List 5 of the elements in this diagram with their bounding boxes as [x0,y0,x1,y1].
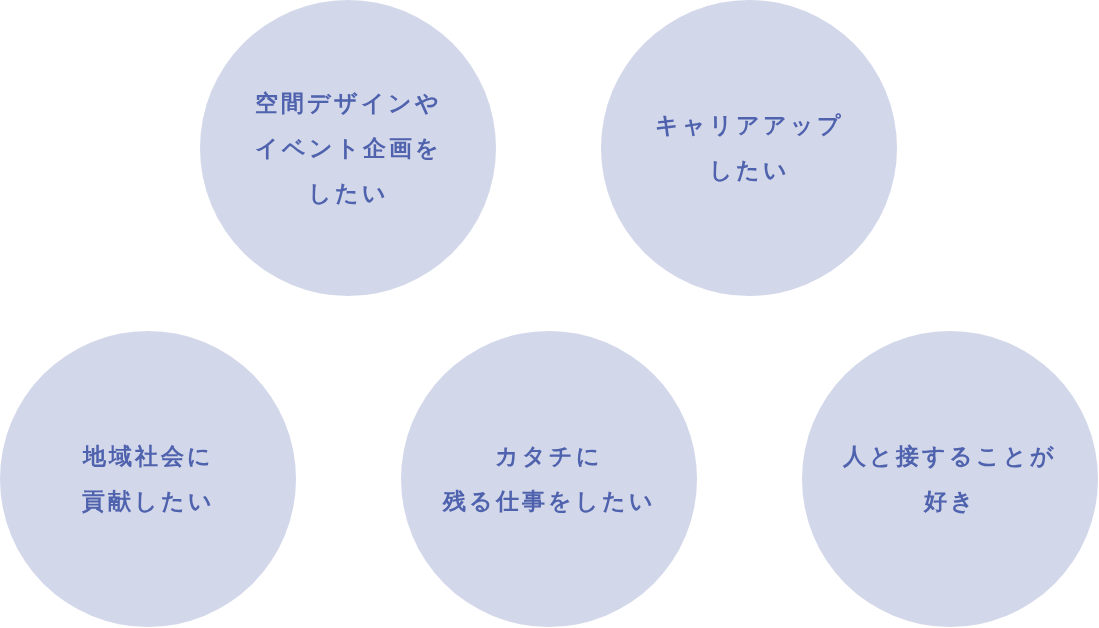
circle-label: 空間デザインやイベント企画をしたい [254,88,442,208]
circle-label: 人と接することが好き [843,442,1057,516]
circle-label: キャリアアップしたい [654,111,844,185]
circle-label: 地域社会に貢献したい [81,442,215,516]
circle-label: カタチに残る仕事をしたい [442,442,656,516]
